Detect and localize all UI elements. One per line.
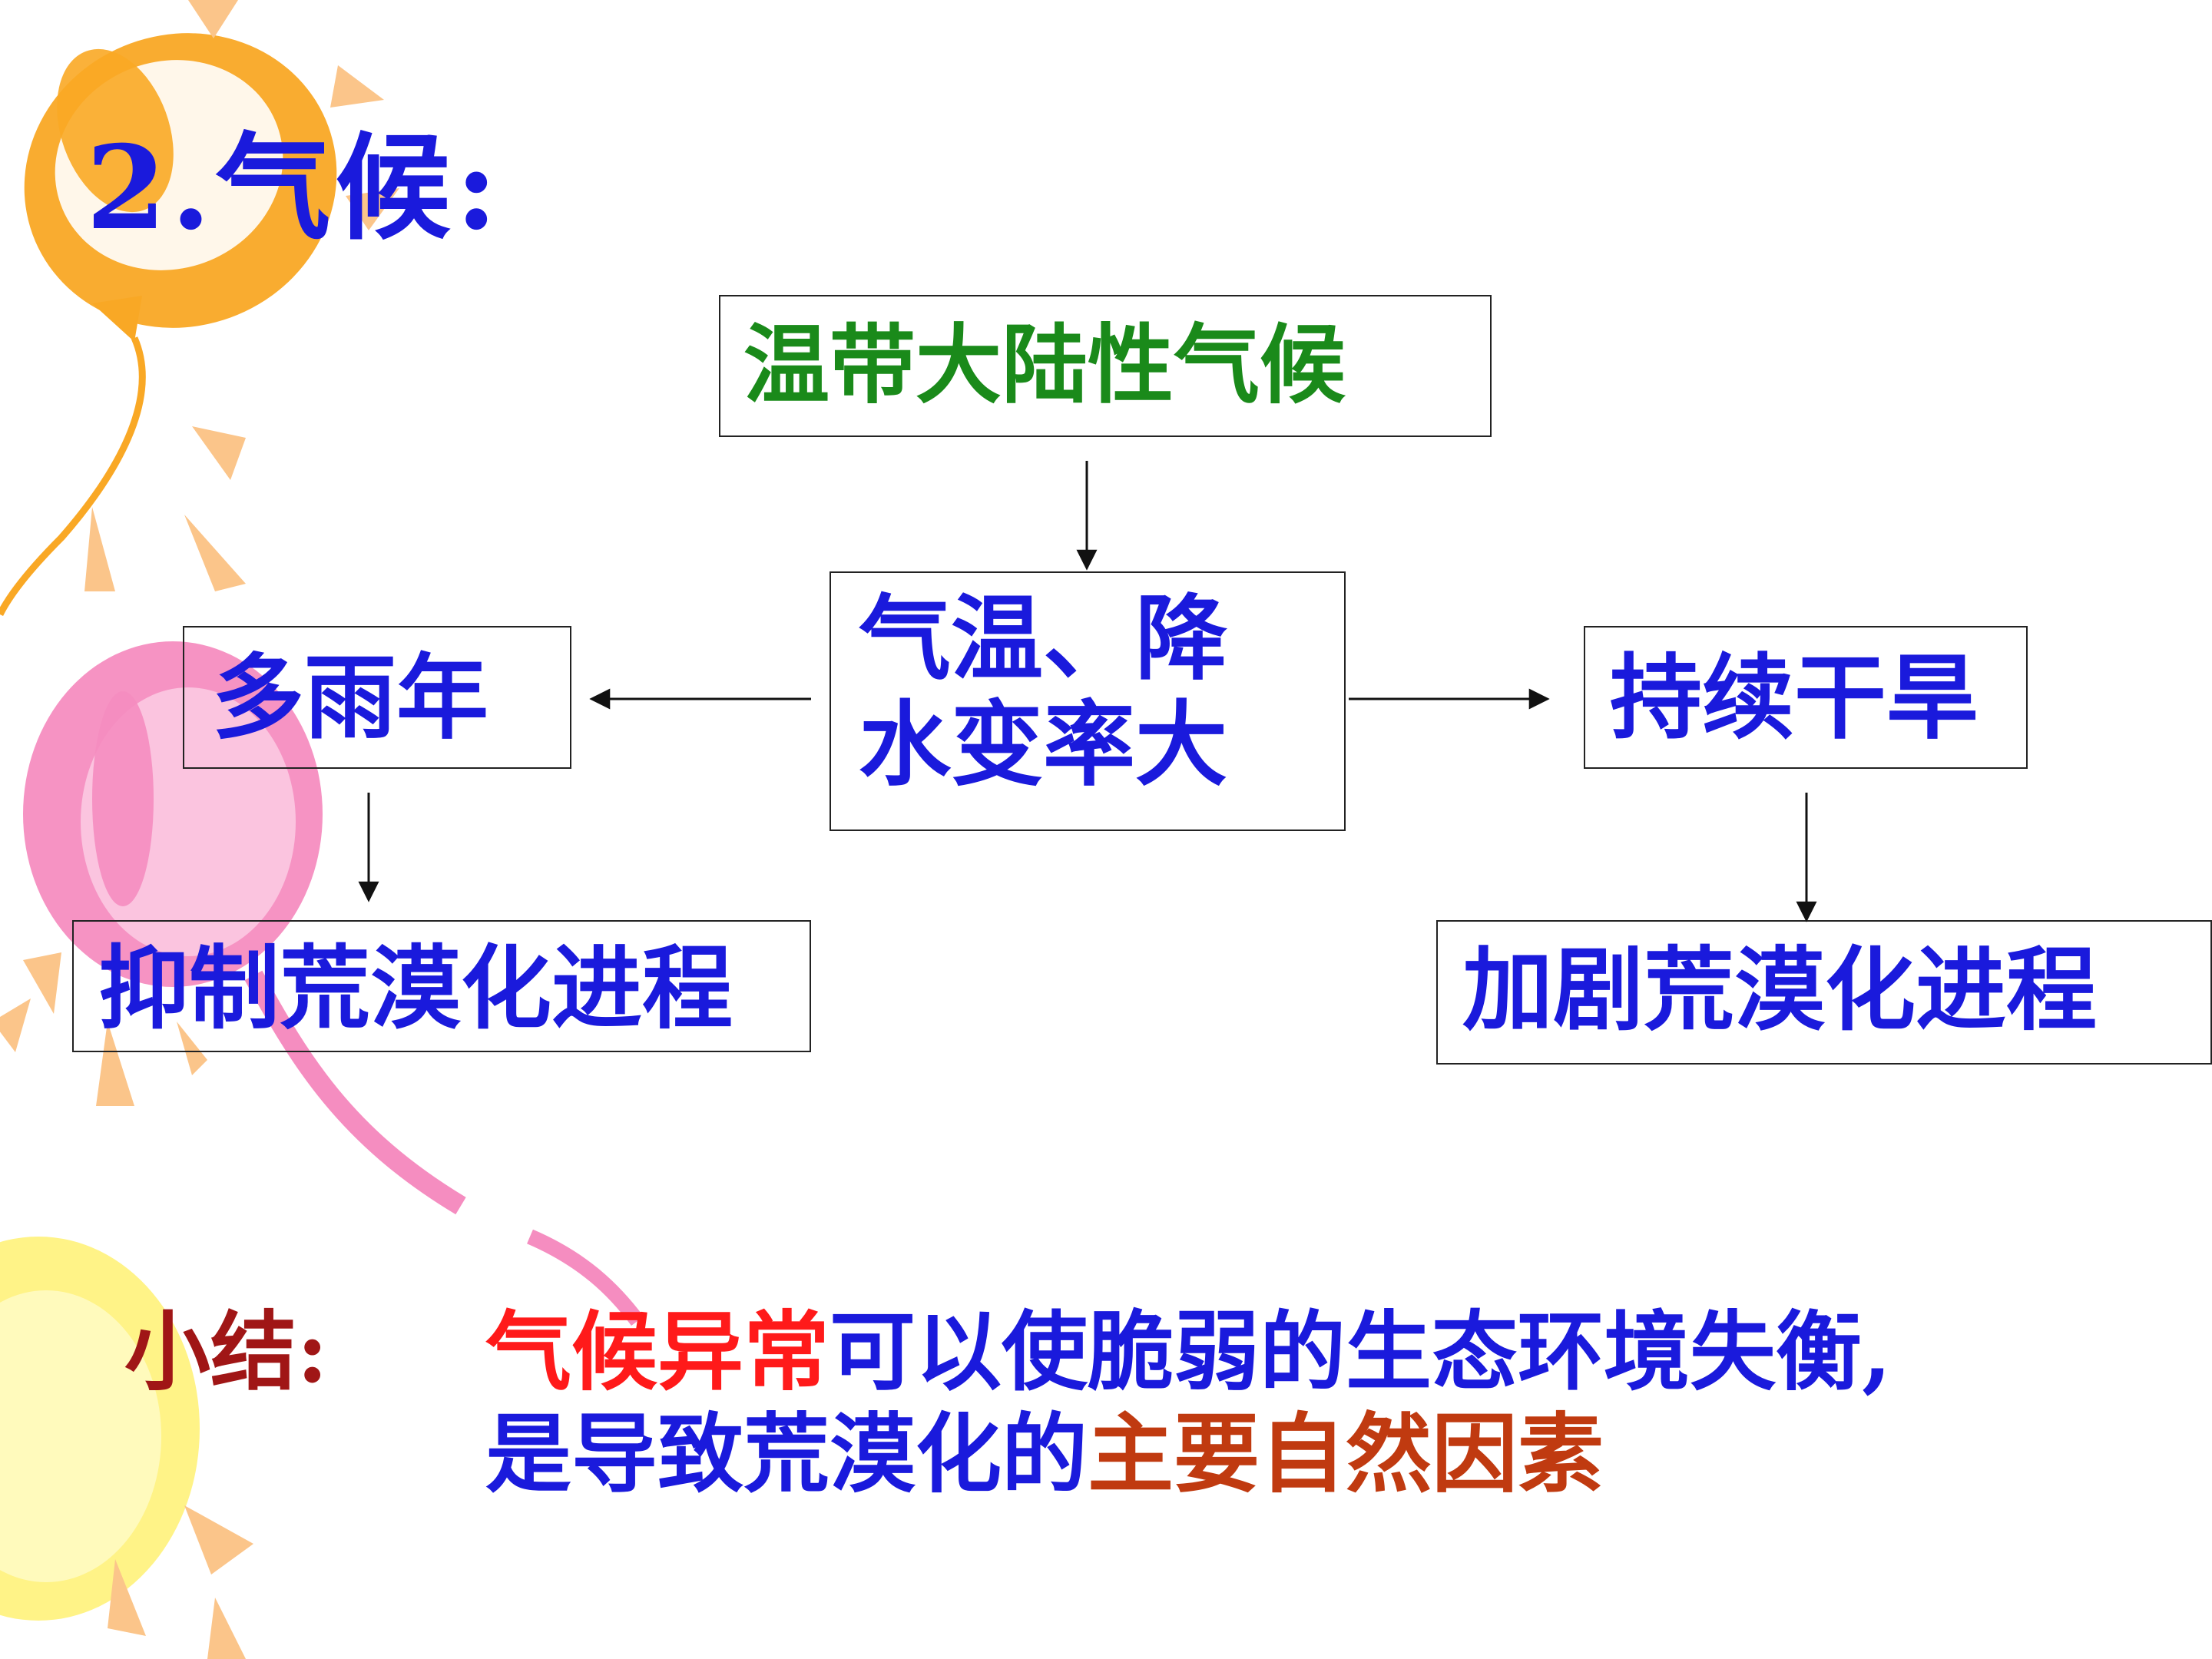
box-variability: 气温、降 水变率大 <box>830 571 1346 831</box>
box-right-label: 持续干旱 <box>1610 644 1979 752</box>
box-top-label: 温带大陆性气候 <box>743 315 1346 416</box>
summary-highlight-main-natural-factor: 主要自然因素 <box>1088 1404 1604 1505</box>
summary-line2-text: 是导致荒漠化的 <box>485 1404 1088 1505</box>
box-rainy-year: 多雨年 <box>183 626 571 769</box>
box-center-line2: 水变率大 <box>859 690 1227 799</box>
summary-line-1: 气候异常可以使脆弱的生态环境失衡, <box>485 1310 1892 1396</box>
summary-highlight-climate-anomaly: 气候异常 <box>485 1302 830 1402</box>
box-left-label: 多雨年 <box>212 644 488 752</box>
summary-line-2: 是导致荒漠化的主要自然因素 <box>485 1412 1604 1498</box>
box-intensify-desertification: 加剧荒漠化进程 <box>1436 920 2212 1065</box>
box-persistent-drought: 持续干旱 <box>1584 626 2028 769</box>
box-inhibit-desertification: 抑制荒漠化进程 <box>72 920 811 1052</box>
box-bottom-left-label: 抑制荒漠化进程 <box>98 935 733 1041</box>
box-center-line1: 气温、降 <box>859 584 1227 693</box>
box-temperate-continental-climate: 温带大陆性气候 <box>719 295 1492 437</box>
summary-line1-text: 可以使脆弱的生态环境失衡, <box>830 1302 1892 1402</box>
box-bottom-right-label: 加剧荒漠化进程 <box>1462 936 2098 1043</box>
summary-label: 小结: <box>124 1302 329 1402</box>
slide-title: 2.气候: <box>86 121 502 256</box>
